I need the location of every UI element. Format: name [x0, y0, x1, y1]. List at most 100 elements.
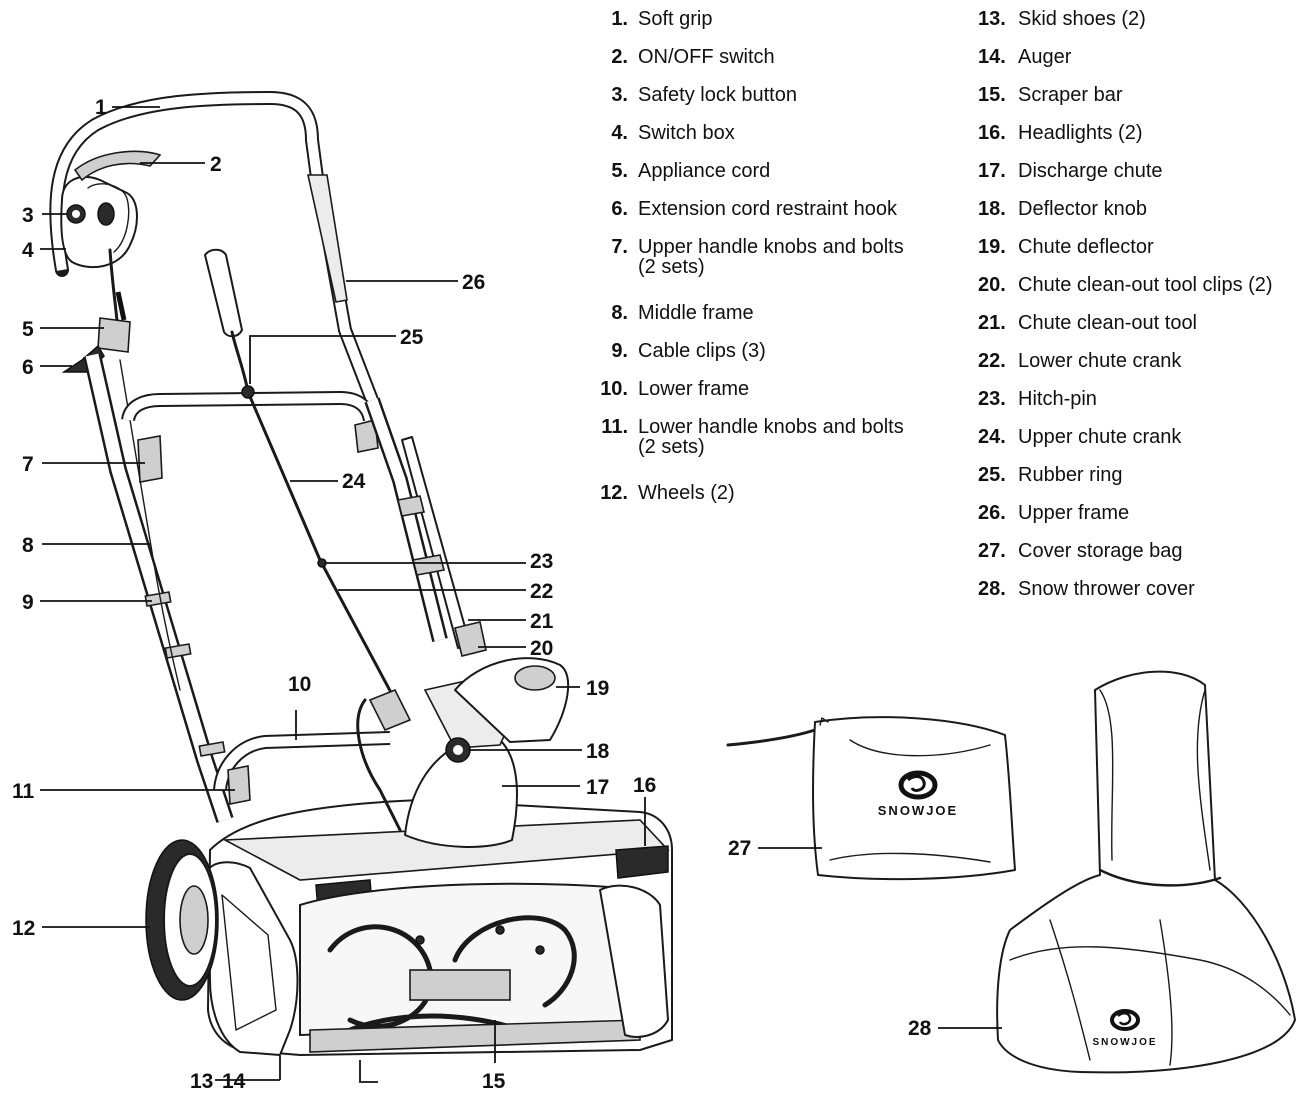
- legend-item: 10. Lower frame: [598, 370, 904, 408]
- legend-label: Middle frame: [638, 302, 754, 324]
- callout-18: 18: [586, 740, 610, 763]
- middle-frame: [83, 353, 234, 823]
- legend-item: 12. Wheels (2): [598, 474, 904, 512]
- legend-label: Discharge chute: [1018, 160, 1163, 182]
- legend-item: 5.Appliance cord: [598, 152, 904, 190]
- callout-20: 20: [530, 637, 553, 660]
- legend-number: 2.: [611, 46, 628, 68]
- legend-label: Extension cord restraint hook: [638, 198, 898, 220]
- legend-label: Chute clean-out tool clips (2): [1018, 274, 1273, 296]
- upper-chute-crank: [204, 248, 397, 702]
- bag-brand-text: SNOWJOE: [878, 803, 958, 818]
- switch-box: [60, 150, 162, 269]
- legend-item: 28.Snow thrower cover: [978, 570, 1273, 608]
- legend-number: 14.: [978, 46, 1006, 68]
- legend-item: 19. Chute deflector: [978, 228, 1273, 266]
- legend-label: Scraper bar: [1018, 84, 1123, 106]
- scraper-bar: [309, 1019, 641, 1053]
- cover-brand-text: SNOWJOE: [1092, 1037, 1157, 1048]
- legend-item: 14. Auger: [978, 38, 1273, 76]
- legend-label-line1: Lower handle knobs and bolts: [638, 416, 904, 438]
- callout-16: 16: [633, 774, 656, 797]
- legend-item: 4.Switch box: [598, 114, 904, 152]
- callout-17: 17: [586, 776, 609, 799]
- bag-logo-icon: [898, 770, 938, 800]
- legend-number: 27.: [978, 540, 1006, 562]
- legend-label: Wheels (2): [638, 482, 735, 504]
- upper-handle-knob: [137, 419, 379, 483]
- legend-label: Snow thrower cover: [1018, 578, 1195, 600]
- legend-item: 23. Hitch-pin: [978, 380, 1273, 418]
- legend-item: 3. Safety lock button: [598, 76, 904, 114]
- callout-3: 3: [22, 204, 34, 227]
- legend-item: 16.Headlights (2): [978, 114, 1273, 152]
- legend-number: 24.: [978, 426, 1006, 448]
- legend-item: 22.Lower chute crank: [978, 342, 1273, 380]
- right-frame: [364, 397, 448, 642]
- callout-15: 15: [482, 1070, 506, 1093]
- cover-logo-icon: [1110, 1009, 1140, 1031]
- wheel: [145, 839, 219, 1001]
- legend-label: Upper frame: [1018, 502, 1130, 524]
- legend-label: Cover storage bag: [1018, 540, 1183, 562]
- legend-number: 13.: [978, 8, 1006, 30]
- callout-24: 24: [342, 470, 366, 493]
- legend-item: 24. Upper chute crank: [978, 418, 1273, 456]
- legend-label: Skid shoes (2): [1018, 8, 1146, 30]
- auger: [327, 915, 577, 1043]
- legend-number: 23.: [978, 388, 1006, 410]
- legend-label: Appliance cord: [638, 160, 771, 182]
- legend-number: 20.: [978, 274, 1006, 296]
- legend-item: 13. Skid shoes (2): [978, 0, 1273, 38]
- legend-label: Lower frame: [638, 378, 750, 400]
- legend-number: 6.: [611, 198, 628, 220]
- on-off-switch: [73, 150, 162, 182]
- callout-14: 14: [222, 1070, 246, 1093]
- legend-label-line2: (2 sets): [638, 436, 705, 458]
- legend-item: 25. Rubber ring: [978, 456, 1273, 494]
- legend-item: 17. Discharge chute: [978, 152, 1273, 190]
- legend-number: 3.: [611, 84, 628, 106]
- legend-item: 7.Upper handle knobs and bolts(2 sets): [598, 228, 904, 294]
- legend-number: 17.: [978, 160, 1006, 182]
- legend-label: Upper chute crank: [1018, 426, 1182, 448]
- callout-5: 5: [22, 318, 34, 341]
- legend-number: 19.: [978, 236, 1006, 258]
- legend-label: Hitch-pin: [1018, 388, 1097, 410]
- legend-item: 27. Cover storage bag: [978, 532, 1273, 570]
- callout-19: 19: [586, 677, 609, 700]
- callout-6: 6: [22, 356, 34, 379]
- callout-numbers: 1 2 3 4 5 6 7 8 9 11 12 13 14 15 16 17 1…: [12, 96, 932, 1093]
- legend-label: Upper handle knobs and bolts(2 sets): [638, 228, 904, 294]
- legend-label: Chute deflector: [1018, 236, 1154, 258]
- callout-26: 26: [462, 271, 485, 294]
- legend-label: Soft grip: [638, 8, 713, 30]
- legend-number: 8.: [611, 302, 628, 324]
- rubber-ring: [241, 385, 255, 399]
- legend-number: 21.: [978, 312, 1006, 334]
- legend-label: Cable clips (3): [638, 340, 766, 362]
- lower-chute-crank: [368, 688, 412, 732]
- legend-label-line1: Upper handle knobs and bolts: [638, 236, 904, 258]
- legend-number: 16.: [978, 122, 1006, 144]
- callout-22: 22: [530, 580, 553, 603]
- legend-number: 10.: [600, 378, 628, 400]
- legend-number: 12.: [600, 482, 628, 504]
- legend-item: 11. Lower handle knobs and bolts(2 sets): [598, 408, 904, 474]
- legend-number: 25.: [978, 464, 1006, 486]
- legend-label: Safety lock button: [638, 84, 797, 106]
- legend-label-line2: (2 sets): [638, 256, 705, 278]
- legend-number: 1.: [611, 8, 628, 30]
- discharge-chute: [356, 657, 570, 848]
- legend-number: 11.: [601, 416, 628, 438]
- legend-label: Rubber ring: [1018, 464, 1123, 486]
- chute-clean-out-clip: [454, 621, 487, 657]
- headlight: [615, 845, 669, 879]
- callout-4: 4: [22, 239, 34, 262]
- callout-27: 27: [728, 837, 751, 860]
- legend-item: 26.Upper frame: [978, 494, 1273, 532]
- legend-item: 18.Deflector knob: [978, 190, 1273, 228]
- legend-label: Auger: [1018, 46, 1072, 68]
